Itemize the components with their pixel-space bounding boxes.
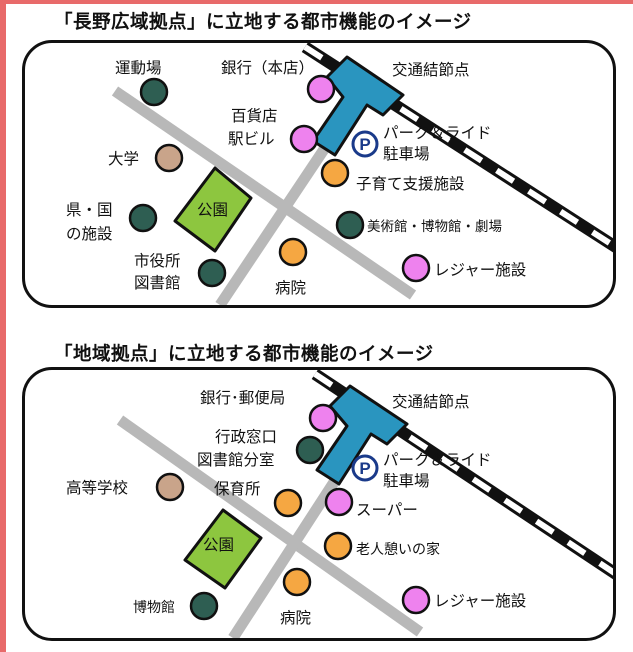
label-park-and-ride: パーク＆ライド — [383, 124, 492, 142]
label-university: 大学 — [108, 150, 140, 168]
svg-text:P: P — [359, 459, 370, 478]
local-area-map: P 銀行･郵便局 交通結節点 行政窓口 図書館分室 パーク＆ライド 駐車場 高等… — [22, 367, 616, 641]
sports-ground-node-icon — [139, 77, 169, 107]
label-elderly-center: 老人憩いの家 — [356, 542, 440, 558]
wide-area-map-graphic: P — [111, 43, 613, 305]
label-city-hall: 市役所 — [134, 252, 181, 270]
label-library-branch: 図書館分室 — [197, 451, 275, 469]
label-museum-theater: 美術館・博物館・劇場 — [367, 219, 502, 235]
label-park-and-ride: パーク＆ライド — [383, 451, 492, 469]
label-leisure-facility: レジャー施設 — [434, 261, 527, 279]
label-facilities: の施設 — [66, 225, 113, 243]
admin-office-node-icon — [295, 435, 325, 465]
label-library: 図書館 — [134, 274, 181, 292]
leisure-node-icon — [401, 253, 431, 283]
svg-text:P: P — [359, 135, 370, 154]
museum-node-icon — [189, 591, 219, 621]
label-supermarket: スーパー — [356, 501, 418, 519]
label-prefecture-national: 県・国 — [66, 201, 113, 219]
nursery-node-icon — [273, 488, 303, 518]
label-childcare: 子育て支援施設 — [356, 175, 465, 193]
label-leisure-facility: レジャー施設 — [434, 592, 527, 610]
leisure-node-icon — [401, 585, 431, 615]
local-area-title: 「地域拠点」に立地する都市機能のイメージ — [54, 344, 434, 365]
park-icon — [183, 508, 263, 590]
label-transport-hub: 交通結節点 — [392, 61, 470, 79]
hospital-node-icon — [278, 237, 308, 267]
label-hospital: 病院 — [280, 609, 312, 627]
wide-area-title: 「長野広域拠点」に立地する都市機能のイメージ — [54, 12, 472, 33]
label-bank-main: 銀行（本店） — [221, 59, 315, 77]
label-admin-office: 行政窓口 — [215, 428, 278, 446]
label-high-school: 高等学校 — [66, 479, 129, 497]
bank-post-node-icon — [308, 403, 338, 433]
label-parking: 駐車場 — [383, 145, 430, 163]
station-icon — [315, 384, 409, 486]
label-hospital: 病院 — [275, 279, 307, 297]
wide-area-map: P 運動場 銀行（本店） 交通結節点 百貨店 駅ビル パーク＆ライド 駐車場 大… — [22, 40, 616, 308]
bank-node-icon — [306, 74, 336, 104]
city-hall-node-icon — [197, 258, 227, 288]
label-parking: 駐車場 — [383, 472, 430, 490]
label-park: 公園 — [203, 536, 235, 554]
department-store-node-icon — [289, 124, 319, 154]
label-nursery: 保育所 — [214, 480, 261, 498]
local-area-map-graphic: P — [116, 370, 613, 638]
road-diagonal-1 — [111, 86, 417, 300]
station-icon — [311, 55, 405, 157]
museum-node-icon — [335, 210, 365, 240]
parking-icon: P — [351, 130, 379, 158]
frame-left-border — [0, 0, 6, 652]
high-school-node-icon — [155, 472, 185, 502]
label-park: 公園 — [197, 201, 229, 219]
supermarket-node-icon — [324, 487, 354, 517]
hospital-node-icon — [282, 567, 312, 597]
university-node-icon — [154, 143, 184, 173]
label-station-building: 駅ビル — [228, 130, 275, 148]
parking-icon: P — [351, 454, 379, 482]
frame-top-border — [0, 0, 633, 4]
prefecture-facility-node-icon — [128, 203, 158, 233]
label-transport-hub: 交通結節点 — [392, 393, 470, 411]
park-icon — [173, 166, 253, 253]
label-department-store: 百貨店 — [231, 107, 278, 125]
label-museum: 博物館 — [133, 600, 175, 616]
childcare-node-icon — [320, 158, 350, 188]
label-sports-ground: 運動場 — [115, 59, 162, 77]
label-bank-post-office: 銀行･郵便局 — [200, 389, 286, 407]
road-diagonal-1 — [116, 415, 424, 637]
elderly-center-node-icon — [323, 531, 353, 561]
